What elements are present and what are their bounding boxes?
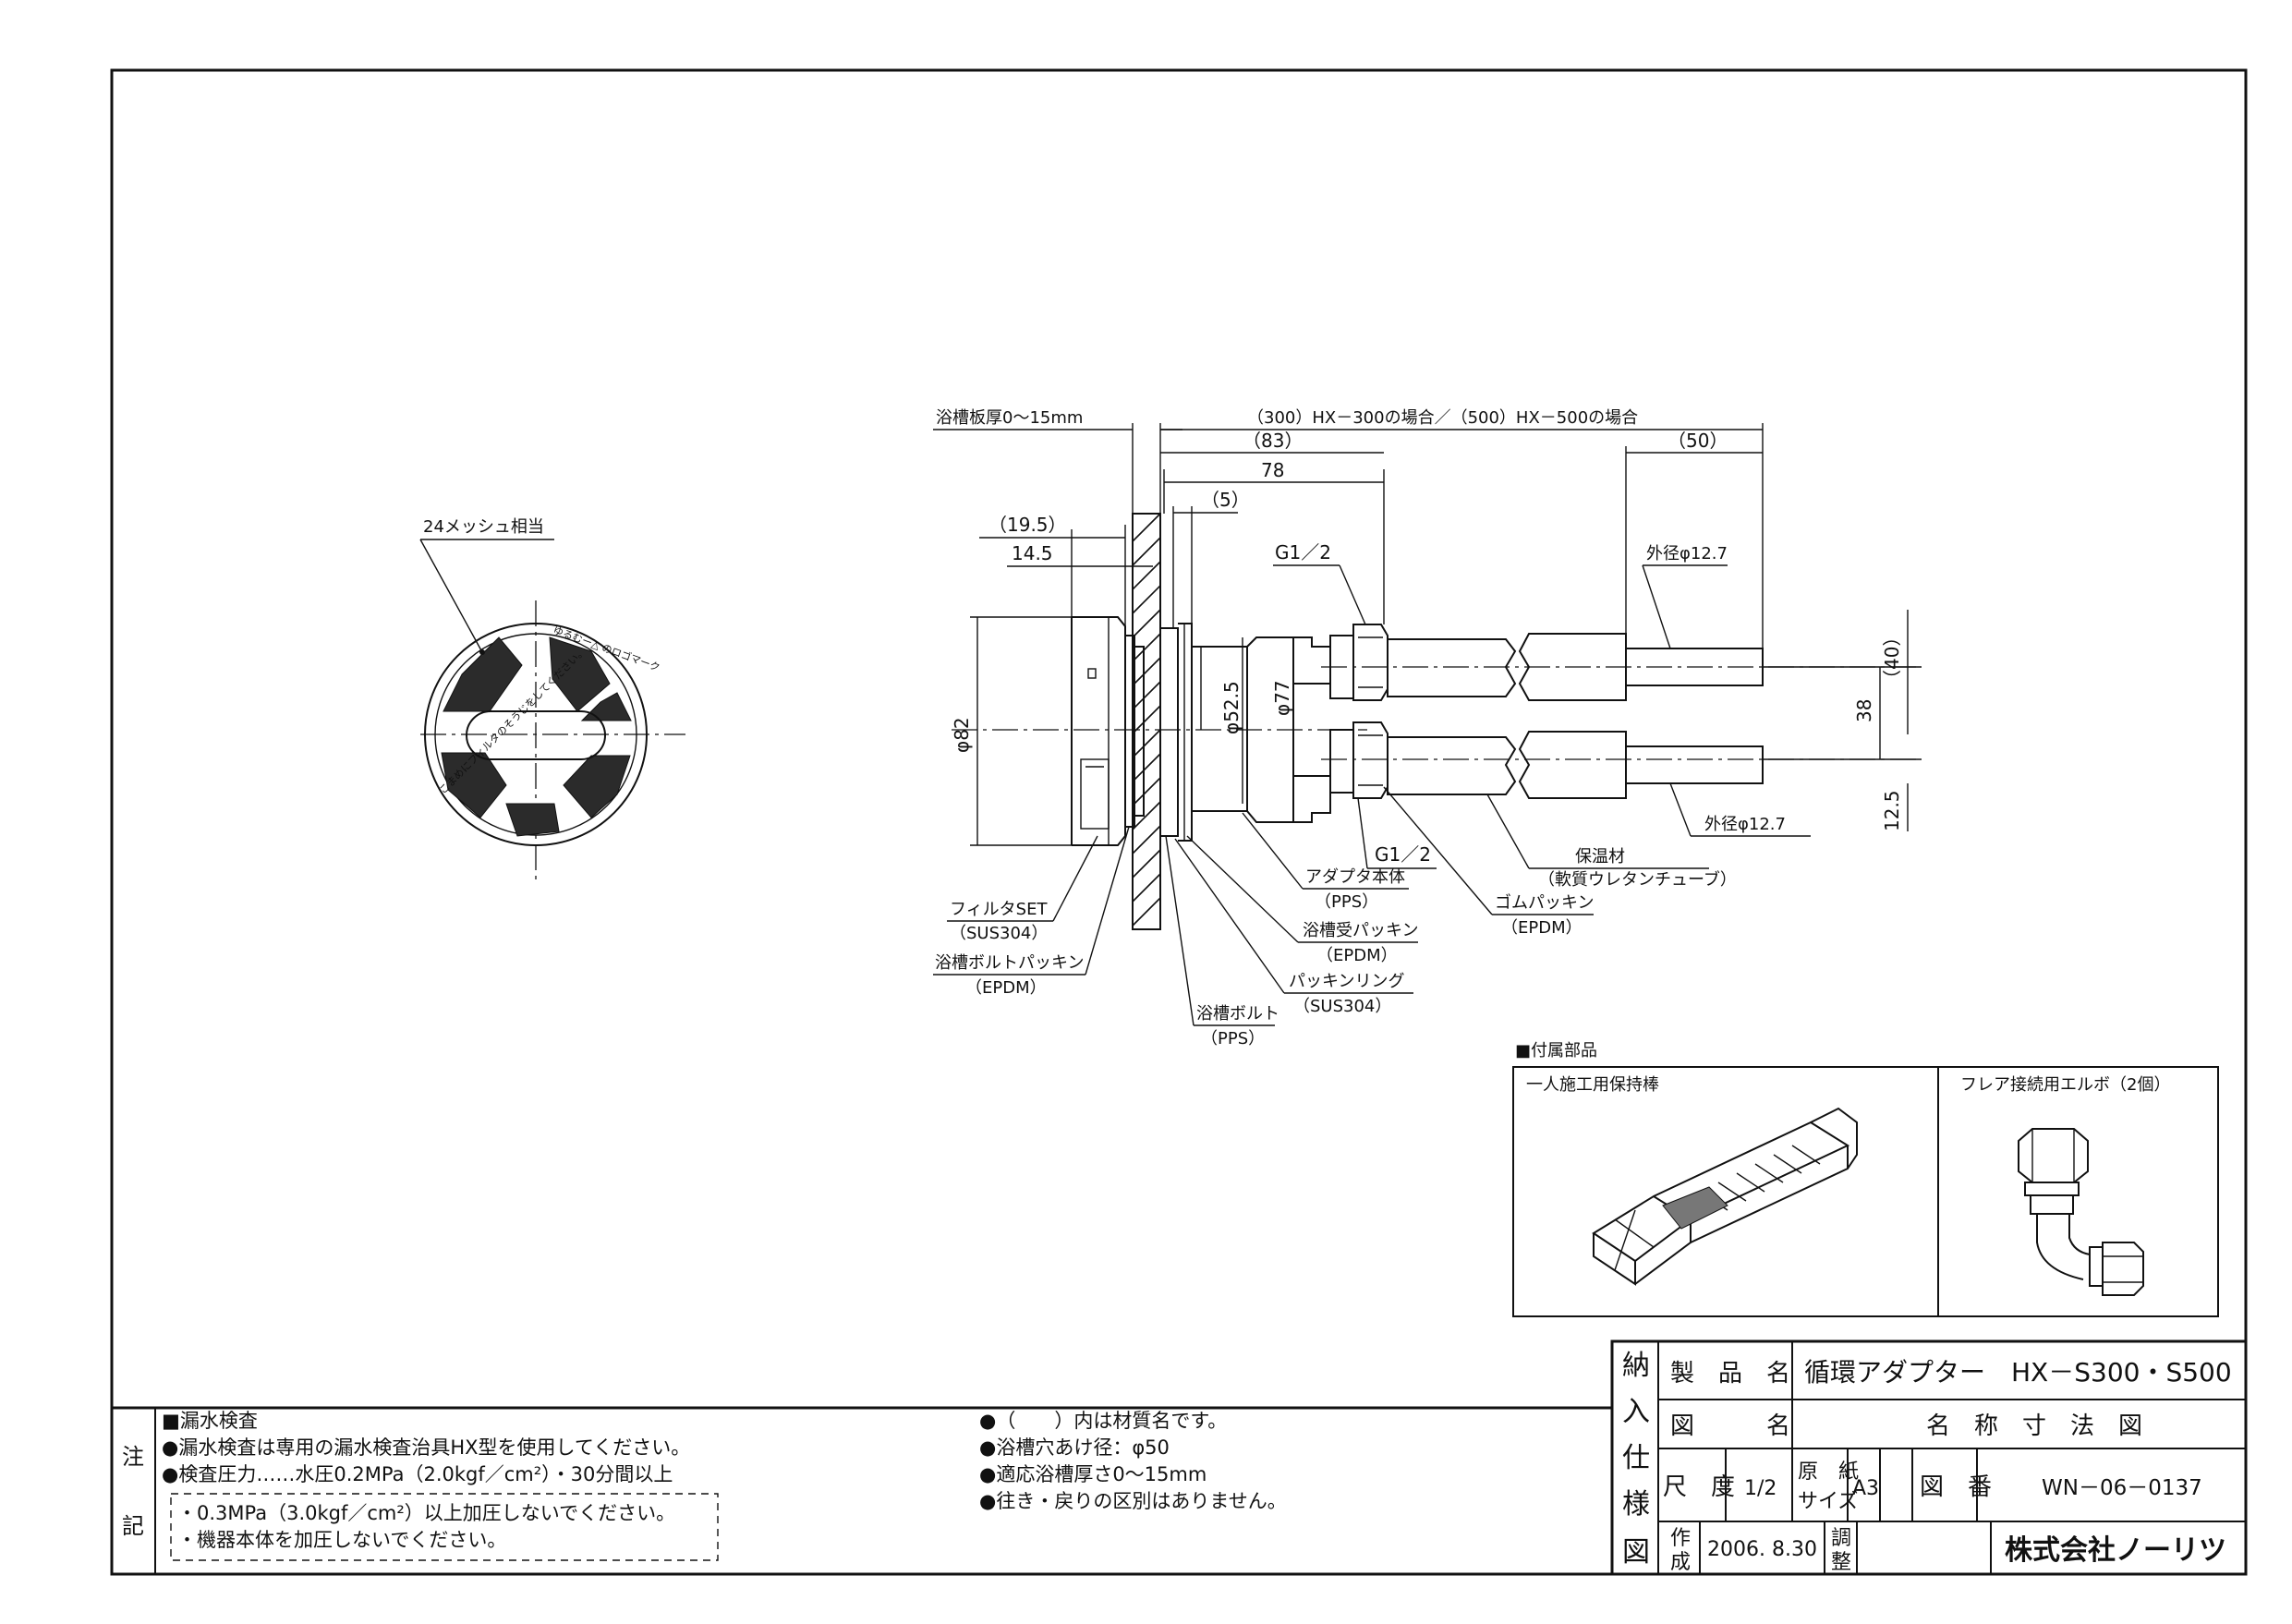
callout-body-name: アダプタ本体 (1305, 867, 1405, 887)
dim-12-5: 12.5 (1881, 790, 1903, 831)
title-block: 納 入 仕 様 図 製 品 名 循環アダプター HX－S300・S500 図 名… (1610, 1339, 2248, 1576)
dim-50: （50） (1667, 430, 1728, 452)
paper-size-value: A3 (1852, 1477, 1879, 1500)
dim-phi82: φ82 (951, 717, 973, 753)
adjust-label-2: 整 (1831, 1551, 1851, 1574)
paper-size-label-2: サイズ (1798, 1490, 1858, 1513)
dim-19-5: （19.5） (988, 514, 1067, 536)
title-side-char-5: 図 (1622, 1536, 1650, 1569)
accessories-panel: ■付属部品 一人施工用保持棒 フレア接続用エルボ（2個） (1512, 1041, 2219, 1317)
title-side-char-2: 入 (1622, 1396, 1650, 1428)
adjust-label-1: 調 (1831, 1527, 1851, 1550)
callout-ring-material: （SUS304） (1293, 997, 1391, 1016)
callout-rubber-material: （EPDM） (1501, 918, 1583, 938)
callout-body-material: （PPS） (1315, 892, 1378, 912)
callout-bolt-material: （PPS） (1201, 1029, 1265, 1048)
callout-seat-packing-material: （EPDM） (1316, 946, 1398, 965)
notes-area: 注 記 ■漏水検査 ●漏水検査は専用の漏水検査治具HX型を使用してください。 ●… (112, 1406, 1612, 1574)
scale-value: 1/2 (1744, 1477, 1777, 1500)
leak-title: ■漏水検査 (162, 1410, 258, 1432)
note-right-3: ●適応浴槽厚さ0～15mm (979, 1463, 1207, 1485)
adapter-side-view (952, 513, 1922, 930)
callout-seat-packing-name: 浴槽受パッキン (1303, 921, 1418, 940)
dim-phi52-5: φ52.5 (1220, 681, 1243, 734)
notes-side-label-2: 記 (122, 1513, 144, 1539)
company-name: 株式会社ノーリツ (2005, 1534, 2226, 1567)
notes-side-label-1: 注 (122, 1444, 144, 1470)
made-date-value: 2006. 8.30 (1707, 1538, 1817, 1561)
callout-insulation-material: （軟質ウレタンチューブ） (1538, 869, 1737, 890)
callout-bolt-packing-material: （EPDM） (965, 978, 1047, 998)
dim-14-5: 14.5 (1012, 542, 1053, 564)
dim-tub-thickness: 浴槽板厚0～15mm (936, 408, 1083, 428)
note-right-2: ●浴槽穴あけ径：φ50 (979, 1436, 1170, 1459)
dim-38: 38 (1853, 699, 1875, 722)
dim-total-length: （300）HX－300の場合／（500）HX－500の場合 (1247, 408, 1638, 428)
warning-box (170, 1493, 719, 1561)
callout-filter-material: （SUS304） (950, 924, 1048, 943)
callout-insulation-name: 保温材 (1575, 847, 1625, 867)
title-side-char-4: 様 (1622, 1488, 1650, 1521)
dim-78: 78 (1261, 459, 1284, 481)
drawing-name-value: 名 称 寸 法 図 (1926, 1412, 2142, 1440)
dim-od-top: 外径φ12.7 (1646, 544, 1728, 564)
mesh-label: 24メッシュ相当 (423, 517, 544, 537)
filter-front-view: ゆるむー△ のロゴマーク こまめにフィルタのそうじをしてください。 24メッシュ… (419, 517, 685, 882)
dim-40: （40） (1881, 628, 1903, 688)
holder-rod-illustration (1592, 1107, 1858, 1286)
title-side-char-3: 仕 (1622, 1442, 1650, 1474)
product-name-value: 循環アダプター HX－S300・S500 (1804, 1357, 2232, 1388)
accessory-elbow-label: フレア接続用エルボ（2個） (1960, 1075, 2170, 1095)
callout-bolt-packing-name: 浴槽ボルトパッキン (935, 953, 1084, 973)
note-right-4: ●往き・戻りの区別はありません。 (979, 1490, 1287, 1512)
callout-filter-name: フィルタSET (950, 900, 1048, 919)
accessories-title: ■付属部品 (1515, 1041, 1597, 1060)
accessory-holder-label: 一人施工用保持棒 (1526, 1075, 1659, 1095)
callout-ring-name: パッキンリング (1289, 972, 1404, 991)
title-side-char-1: 納 (1622, 1350, 1650, 1382)
note-right-1: ●（ ）内は材質名です。 (979, 1410, 1227, 1432)
leak-line-2: ●検査圧力‥‥‥水圧0.2MPa（2.0kgf／cm²）・30分間以上 (162, 1463, 673, 1485)
made-label-2: 成 (1670, 1551, 1691, 1574)
made-label-1: 作 (1670, 1527, 1691, 1550)
dim-thread-top: G1／2 (1275, 541, 1331, 564)
dim-thread-bottom: G1／2 (1375, 843, 1431, 866)
product-name-label: 製 品 名 (1670, 1360, 1790, 1388)
warning-line-2: ・機器本体を加圧しないでください。 (177, 1529, 506, 1551)
dim-od-bottom: 外径φ12.7 (1704, 815, 1786, 834)
scale-label: 尺 度 (1663, 1473, 1735, 1501)
callout-bolt-name: 浴槽ボルト (1196, 1004, 1279, 1024)
drawing-number-value: WN－06－0137 (2042, 1476, 2202, 1500)
dim-5: （5） (1201, 489, 1250, 511)
dimension-lines: 浴槽板厚0～15mm （300）HX－300の場合／（500）HX－500の場合… (933, 408, 1922, 869)
drawing-name-label: 図 名 (1670, 1412, 1790, 1440)
elbow-illustration (2018, 1128, 2144, 1296)
callouts: フィルタSET （SUS304） 浴槽ボルトパッキン （EPDM） 浴槽ボルト … (933, 786, 1737, 1048)
tub-wall (1132, 513, 1161, 930)
leak-line-1: ●漏水検査は専用の漏水検査治具HX型を使用してください。 (162, 1436, 690, 1459)
drawing-number-label: 図 番 (1920, 1473, 1992, 1501)
warning-line-1: ・0.3MPa（3.0kgf／cm²）以上加圧しないでください。 (177, 1502, 675, 1524)
sheet-border (110, 68, 2248, 1576)
callout-rubber-name: ゴムパッキン (1495, 893, 1594, 913)
dim-phi77: φ77 (1271, 680, 1293, 716)
dim-83: （83） (1243, 430, 1303, 452)
paper-size-label-1: 原 紙 (1798, 1460, 1859, 1484)
